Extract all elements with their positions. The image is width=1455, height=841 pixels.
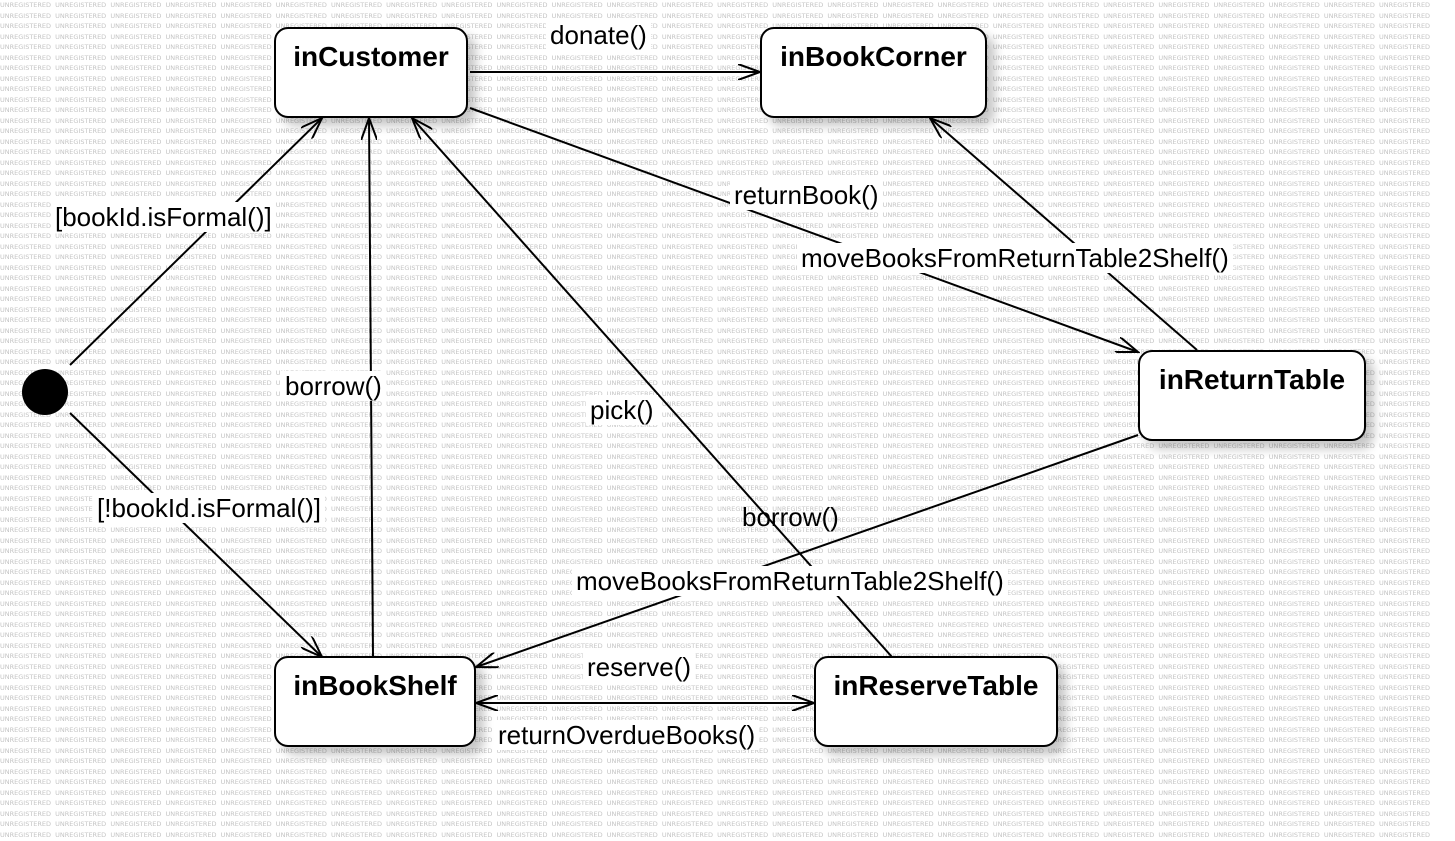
state-label: inCustomer xyxy=(293,41,449,72)
label-move-books-lower: moveBooksFromReturnTable2Shelf() xyxy=(572,566,1008,596)
arrow-initial-to-customer xyxy=(69,118,322,366)
state-in-return-table[interactable]: inReturnTable xyxy=(1138,350,1366,441)
state-label: inBookCorner xyxy=(780,41,967,72)
label-borrow-left: borrow() xyxy=(281,371,386,401)
label-return-overdue: returnOverdueBooks() xyxy=(494,720,760,750)
initial-state-dot xyxy=(22,369,68,415)
state-in-customer[interactable]: inCustomer xyxy=(274,27,468,118)
state-in-reserve-table[interactable]: inReserveTable xyxy=(814,656,1058,747)
label-book-id-formal: [bookId.isFormal()] xyxy=(51,202,276,232)
label-move-books-upper: moveBooksFromReturnTable2Shelf() xyxy=(797,243,1233,273)
arrow-move-books-to-shelf xyxy=(476,434,1139,667)
arrow-return-book xyxy=(469,107,1138,352)
label-pick: pick() xyxy=(586,395,658,425)
arrow-move-books-to-corner xyxy=(930,118,1198,351)
label-borrow-right: borrow() xyxy=(742,502,839,532)
state-in-book-shelf[interactable]: inBookShelf xyxy=(274,656,476,747)
label-return-book: returnBook() xyxy=(730,180,883,210)
state-label: inReserveTable xyxy=(833,670,1039,701)
state-label: inBookShelf xyxy=(293,670,457,701)
arrow-initial-to-shelf xyxy=(69,412,322,657)
label-book-id-not-formal: [!bookId.isFormal()] xyxy=(93,493,325,523)
label-reserve: reserve() xyxy=(583,652,696,682)
state-label: inReturnTable xyxy=(1158,364,1346,395)
state-in-book-corner[interactable]: inBookCorner xyxy=(760,27,987,118)
label-donate: donate() xyxy=(546,20,651,50)
